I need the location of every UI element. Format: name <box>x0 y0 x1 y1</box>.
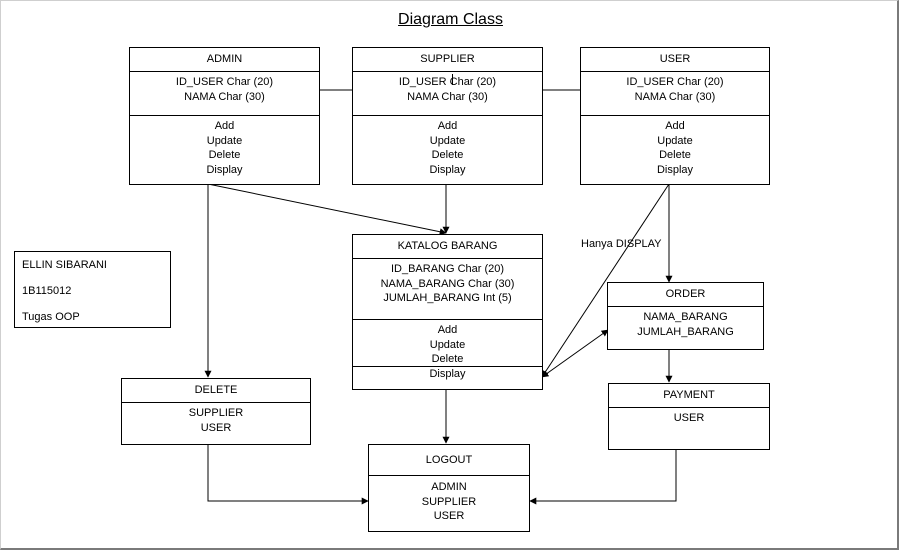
class-admin: ADMIN ID_USER Char (20) NAMA Char (30) A… <box>129 47 320 185</box>
method: Add <box>437 324 458 336</box>
method: Delete <box>659 149 691 161</box>
class-delete: DELETE SUPPLIER USER <box>121 378 311 445</box>
method: Update <box>429 338 466 351</box>
attribute: ID_USER Char (20) <box>175 76 274 88</box>
methods-section: Add Update Delete Display <box>353 116 542 177</box>
assignment-label: Tugas OOP <box>22 311 80 323</box>
author-note: ELLIN SIBARANI 1B115012 Tugas OOP <box>14 251 171 328</box>
method: Delete <box>431 149 464 161</box>
arrow-payment-logout <box>529 449 677 505</box>
edge-label-display-only: Hanya DISPLAY <box>581 238 662 250</box>
attribute: ID_USER Char (20) <box>626 76 724 88</box>
attributes-section: ID_USER Char (20) NAMA Char (30) <box>130 72 319 116</box>
class-name: KATALOG BARANG <box>353 235 542 259</box>
class-payment: PAYMENT USER <box>608 383 770 450</box>
attributes-section: ID_USER Char (20) NAMA Char (30) <box>581 72 769 116</box>
method: Update <box>657 134 693 147</box>
attribute: USER <box>433 510 465 522</box>
class-order: ORDER NAMA_BARANG JUMLAH_BARANG <box>607 282 764 350</box>
method: Display <box>206 163 243 176</box>
method: Add <box>437 120 458 132</box>
attributes-section: ID_BARANG Char (20) NAMA_BARANG Char (30… <box>353 259 542 320</box>
class-logout: LOGOUT ADMIN SUPPLIER USER <box>368 444 530 532</box>
methods-section: Add Update Delete Display <box>130 116 319 177</box>
attribute: JUMLAH_BARANG <box>637 325 734 338</box>
class-name: DELETE <box>122 379 310 403</box>
author-id: 1B115012 <box>22 285 72 297</box>
class-katalog-barang: KATALOG BARANG ID_BARANG Char (20) NAMA_… <box>352 234 543 390</box>
class-name: ADMIN <box>130 48 319 72</box>
class-name: ORDER <box>608 283 763 307</box>
method: Update <box>429 134 466 147</box>
attribute: ID_BARANG Char (20) <box>390 263 505 275</box>
class-user: USER ID_USER Char (20) NAMA Char (30) Ad… <box>580 47 770 185</box>
method: Add <box>665 120 685 132</box>
attribute: USER <box>200 421 232 434</box>
attribute: ADMIN <box>431 481 467 493</box>
class-name: PAYMENT <box>609 384 769 408</box>
attribute: NAMA Char (30) <box>407 90 488 103</box>
attribute: NAMA_BARANG <box>643 311 728 323</box>
author-name: ELLIN SIBARANI <box>22 259 107 271</box>
method: Display <box>429 163 466 176</box>
attributes-section: SUPPLIER USER <box>122 403 310 435</box>
attribute: NAMA Char (30) <box>634 90 716 103</box>
class-name: USER <box>581 48 769 72</box>
class-name: LOGOUT <box>369 445 529 476</box>
arrow-admin-katalog <box>207 183 447 236</box>
attribute: NAMA Char (30) <box>184 90 265 103</box>
methods-section: Add Update Delete Display <box>353 320 542 381</box>
attributes-section: NAMA_BARANG JUMLAH_BARANG <box>608 307 763 339</box>
diagram-title: Diagram Class <box>398 11 503 28</box>
method: Add <box>214 120 235 132</box>
arrow-order-katalog <box>541 329 609 378</box>
text-cursor <box>452 74 453 85</box>
attribute: SUPPLIER <box>421 495 477 508</box>
method: Display <box>429 367 466 380</box>
method: Delete <box>431 353 464 365</box>
method: Delete <box>208 149 241 161</box>
methods-section: Add Update Delete Display <box>581 116 769 177</box>
attribute: NAMA_BARANG Char (30) <box>380 277 515 290</box>
attributes-section: USER <box>609 408 769 426</box>
method: Update <box>206 134 243 147</box>
method-divider <box>353 366 542 367</box>
class-name: SUPPLIER <box>353 48 542 72</box>
method: Display <box>656 163 694 176</box>
attribute: SUPPLIER <box>188 407 244 419</box>
attributes-section: ADMIN SUPPLIER USER <box>369 476 529 524</box>
class-supplier: SUPPLIER ID_USER Char (20) NAMA Char (30… <box>352 47 543 185</box>
attribute: JUMLAH_BARANG Int (5) <box>383 292 512 304</box>
attribute: ID_USER Char (20) <box>398 76 497 88</box>
arrow-delete-logout <box>207 444 369 505</box>
attribute: USER <box>673 412 705 424</box>
attributes-section: ID_USER Char (20) NAMA Char (30) <box>353 72 542 116</box>
